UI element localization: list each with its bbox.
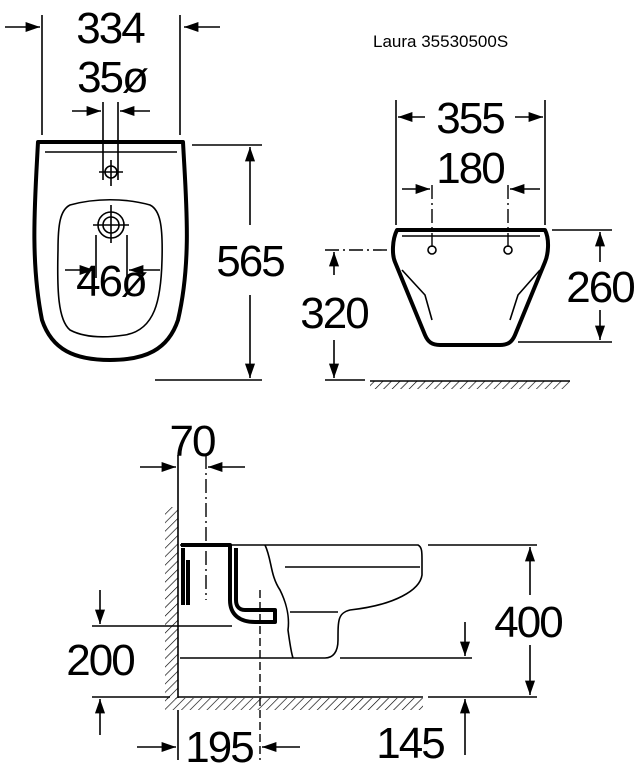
dim-inlet-diameter: 35ø xyxy=(77,53,148,102)
dim-outlet-diameter: 46ø xyxy=(76,257,147,306)
bidet-outline-top xyxy=(32,140,189,362)
dim-outlet-height: 200 xyxy=(66,636,134,685)
dim-rim-height: 400 xyxy=(494,598,562,647)
dim-fixing-distance: 180 xyxy=(436,144,504,193)
floor-hatch xyxy=(370,381,570,389)
bidet-outline-side xyxy=(180,544,423,659)
dim-height-front: 260 xyxy=(566,263,634,312)
inner-bowl xyxy=(56,198,163,338)
dim-outlet-offset: 195 xyxy=(185,723,253,772)
dim-bottom-height: 145 xyxy=(376,719,444,768)
bidet-outline-front xyxy=(390,228,550,347)
trap-outline xyxy=(181,543,277,624)
top-view: 334 35ø 46ø 565 xyxy=(5,4,286,381)
floor-hatch xyxy=(165,698,423,710)
drain-icon xyxy=(93,205,129,243)
dim-width-top: 334 xyxy=(76,4,145,53)
inlet-pipe xyxy=(181,548,190,605)
front-view: 355 180 320 260 xyxy=(300,94,636,389)
model-title: Laura 35530500S xyxy=(373,32,508,51)
dim-inlet-offset: 70 xyxy=(170,417,215,466)
fixing-hole-icon xyxy=(427,245,437,255)
dim-width-front: 355 xyxy=(436,94,504,143)
wall-hatch xyxy=(165,507,178,699)
fixing-hole-icon xyxy=(503,245,513,255)
dim-fixing-height: 320 xyxy=(300,289,368,338)
dim-length: 565 xyxy=(216,237,284,286)
side-view: 70 200 195 145 400 xyxy=(66,417,564,772)
